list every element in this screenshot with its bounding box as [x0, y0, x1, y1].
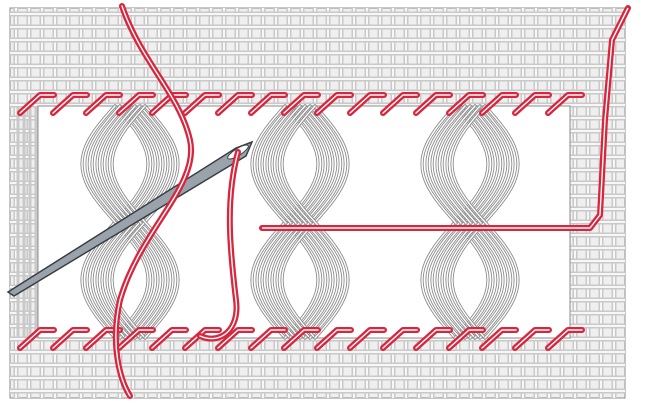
needlework-illustration [0, 0, 649, 410]
